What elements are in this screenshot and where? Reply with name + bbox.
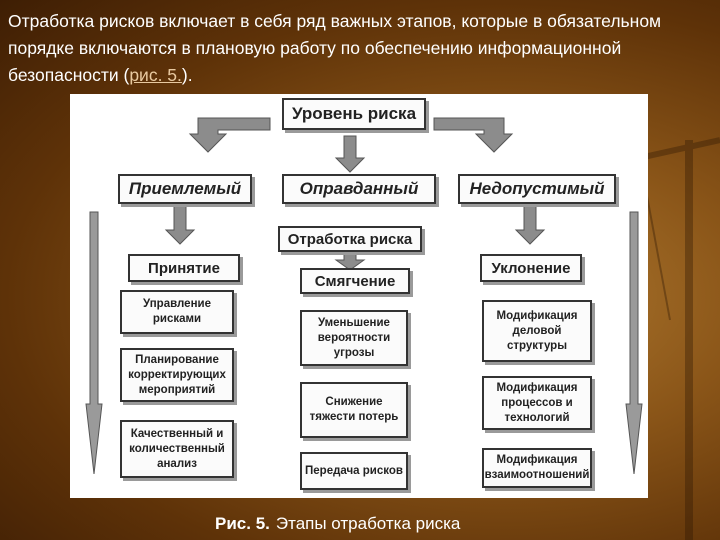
caption-label: Рис. 5.: [215, 514, 270, 533]
level-acceptable-box: Приемлемый: [118, 174, 252, 204]
figure-caption: Рис. 5. Этапы отработка риска: [215, 514, 460, 534]
left-item-3: Качественный и количественный анализ: [120, 420, 234, 478]
mid-item-2: Снижение тяжести потерь: [300, 382, 408, 438]
arrow-to-acceptance: [166, 202, 194, 244]
long-arrow-right: [626, 212, 642, 474]
intro-text-end: ).: [182, 65, 193, 85]
intro-paragraph: Отработка рисков включает в себя ряд важ…: [8, 8, 708, 89]
level-unacceptable-box: Недопустимый: [458, 174, 616, 204]
left-item-2: Планирование корректирующих мероприятий: [120, 348, 234, 402]
caption-text: Этапы отработка риска: [276, 514, 461, 533]
risk-diagram: Уровень риска Приемлемый Оправданный Нед…: [70, 94, 648, 498]
avoidance-box: Уклонение: [480, 254, 582, 282]
arrow-to-unacceptable: [434, 118, 512, 152]
risk-level-box: Уровень риска: [282, 98, 426, 130]
right-item-3: Модификация взаимоотношений: [482, 448, 592, 488]
arrow-to-avoidance: [516, 202, 544, 244]
left-item-1: Управление рисками: [120, 290, 234, 334]
level-justified-box: Оправданный: [282, 174, 436, 204]
long-arrow-left: [86, 212, 102, 474]
right-item-2: Модификация процессов и технологий: [482, 376, 592, 430]
mid-item-1: Уменьшение вероятности угрозы: [300, 310, 408, 366]
arrow-to-acceptable: [190, 118, 270, 152]
mid-item-3: Передача рисков: [300, 452, 408, 490]
arrow-to-justified: [336, 136, 364, 172]
mitigation-box: Смягчение: [300, 268, 410, 294]
intro-text: Отработка рисков включает в себя ряд важ…: [8, 11, 661, 85]
risk-processing-box: Отработка риска: [278, 226, 422, 252]
figure-link[interactable]: рис. 5.: [129, 65, 182, 85]
acceptance-box: Принятие: [128, 254, 240, 282]
right-item-1: Модификация деловой структуры: [482, 300, 592, 362]
